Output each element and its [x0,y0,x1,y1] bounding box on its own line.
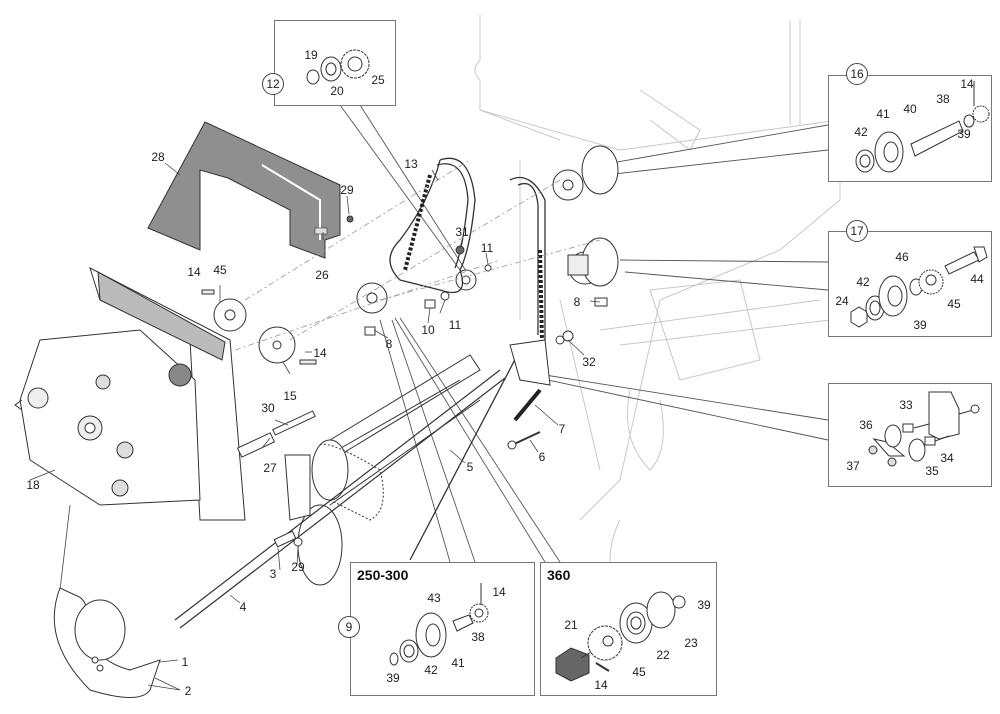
detail-17-parts [850,246,988,328]
detail-12-label-20: 20 [330,84,344,98]
tension-arm [174,335,565,629]
detail-box-16: 14 38 41 40 39 42 [828,75,992,182]
callout-5: 5 [466,460,474,474]
callout-11-upper: 11 [480,241,494,255]
detail-250-label-42: 42 [424,663,438,677]
detail-ref-12: 12 [262,73,284,95]
detail-16-label-39: 39 [957,127,971,141]
callout-7: 7 [558,422,566,436]
belt-pulley [297,354,481,586]
callout-4: 4 [239,600,247,614]
callout-29-upper: 29 [340,183,354,197]
detail-12-parts [306,49,370,85]
assembly-axes [234,159,601,351]
detail-box-12: 19 20 25 [274,20,396,106]
detail-250-label-38: 38 [471,630,485,644]
detail-17-label-39: 39 [913,318,927,332]
sprockets-left [201,145,619,365]
detail-17-label-44: 44 [970,272,984,286]
detail-360-parts [555,591,686,682]
detail-250-label-41: 41 [451,656,465,670]
callout-3: 3 [269,567,277,581]
callout-1: 1 [181,655,189,669]
detail-360-label-23: 23 [684,636,698,650]
callout-28: 28 [151,150,165,164]
callout-8-right: 8 [573,295,581,309]
detail-12-label-19: 19 [304,48,318,62]
detail-250-parts [389,583,489,666]
callout-14-left: 14 [187,265,201,279]
detail-17-label-45: 45 [947,297,961,311]
detail-ref-17: 17 [846,220,868,242]
detail-360-label-21: 21 [564,618,578,632]
detail-360-label-45: 45 [632,665,646,679]
callout-26: 26 [315,268,329,282]
lower-guard [53,587,161,698]
detail-33-label-37: 37 [846,459,860,473]
detail-250-label-14: 14 [492,585,506,599]
detail-box-250-300: 250-300 14 43 38 41 39 42 [350,562,535,696]
detail-16-label-41: 41 [876,107,890,121]
callout-2: 2 [184,684,192,698]
callout-30: 30 [261,401,275,415]
callout-31: 31 [455,225,469,239]
detail-ref-16: 16 [846,63,868,85]
detail-360-label-14: 14 [594,678,608,692]
detail-33-label-33: 33 [899,398,913,412]
detail-360-label-22: 22 [656,648,670,662]
belt-guard [147,121,341,259]
detail-16-label-14: 14 [960,77,974,91]
frame-background [474,15,841,601]
callout-29-lower: 29 [291,560,305,574]
detail-17-label-46: 46 [895,250,909,264]
callout-13: 13 [404,157,418,171]
hardware [293,215,608,547]
callout-leaders [29,162,601,691]
callout-15: 15 [283,389,297,403]
detail-33-label-35: 35 [925,464,939,478]
detail-ref-9: 9 [338,616,360,638]
callout-6: 6 [538,450,546,464]
detail-250-label-39: 39 [386,671,400,685]
detail-16-label-42: 42 [854,125,868,139]
callout-14-right: 14 [313,346,327,360]
detail-16-label-38: 38 [936,92,950,106]
callout-11-lower: 11 [448,318,462,332]
leader-lines [59,104,829,591]
detail-17-label-42: 42 [856,275,870,289]
detail-16-parts [855,81,990,173]
detail-16-label-40: 40 [903,102,917,116]
detail-box-17: 44 46 42 45 24 39 [828,231,992,337]
detail-box-33: 33 36 34 37 35 [828,383,992,487]
callout-8-left: 8 [385,337,393,351]
detail-33-label-34: 34 [940,451,954,465]
callout-10: 10 [421,323,435,337]
callout-45: 45 [213,263,227,277]
detail-title-250-300: 250-300 [357,567,409,583]
callout-27: 27 [263,461,277,475]
detail-33-label-36: 36 [859,418,873,432]
callout-32: 32 [582,355,596,369]
detail-17-label-24: 24 [835,294,849,308]
detail-360-label-39: 39 [697,598,711,612]
detail-12-label-25: 25 [371,73,385,87]
gearbox [14,267,246,521]
detail-title-360: 360 [547,567,571,583]
support-bracket [236,410,316,548]
detail-box-360: 360 39 21 23 22 45 14 [540,562,717,696]
detail-250-label-43: 43 [427,591,441,605]
callout-18: 18 [26,478,40,492]
detail-33-parts [868,391,980,467]
